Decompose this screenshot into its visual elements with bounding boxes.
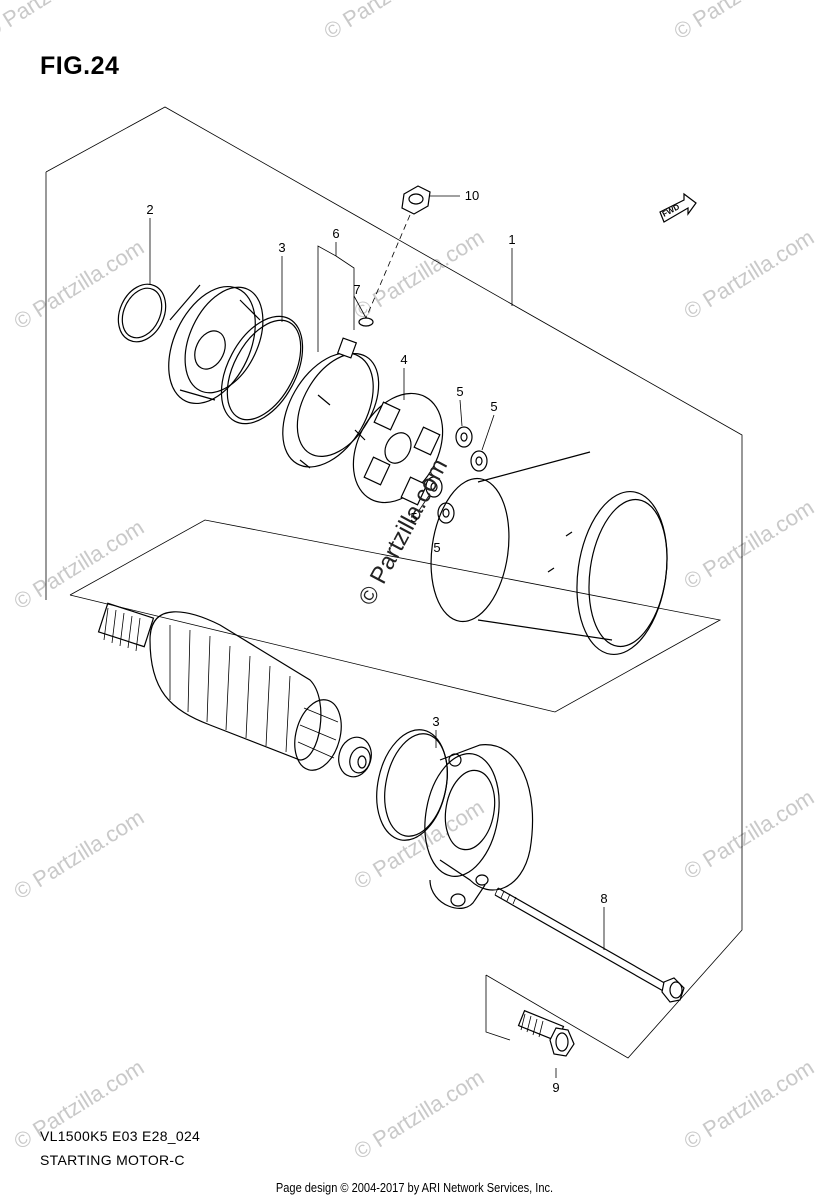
watermark: © Partzilla.com: [0, 0, 118, 44]
leader-dashed: [365, 214, 411, 319]
callout-7: 7: [353, 282, 360, 297]
callout-labels: 1 2 3 3 4 5 5 5 5 6 7 8 9 10: [146, 188, 607, 1095]
callout-4: 4: [400, 352, 407, 367]
watermark: © Partzilla.com: [669, 0, 808, 44]
callout-3: 3: [432, 714, 439, 729]
brush-parts-5: [425, 426, 488, 524]
watermark: © Partzilla.com: [349, 794, 488, 894]
callout-2: 2: [146, 202, 153, 217]
figure-title: FIG.24: [40, 52, 120, 80]
watermark-layer: © Partzilla.com © Partzilla.com © Partzi…: [0, 0, 818, 1164]
callout-5: 5: [456, 384, 463, 399]
copyright-footer: Page design © 2004-2017 by ARI Network S…: [275, 1180, 554, 1195]
gasket-ring-part-3-lower: [376, 729, 448, 841]
brush-holder-part-4: [352, 392, 444, 506]
front-housing: [168, 284, 264, 405]
callout-1: 1: [508, 232, 515, 247]
yoke-part-1: [430, 451, 668, 656]
watermark: © Partzilla.com: [349, 224, 488, 324]
watermark: © Partzilla.com: [9, 234, 148, 334]
gasket-ring-part-3-upper: [220, 315, 304, 425]
callout-8: 8: [600, 891, 607, 906]
watermark: © Partzilla.com: [9, 514, 148, 614]
o-ring-part-2: [117, 283, 167, 343]
callout-10: 10: [465, 188, 479, 203]
rear-cover: [424, 744, 534, 909]
nut-part-10: [401, 185, 431, 215]
leader-lines: [149, 195, 605, 1078]
watermark: © Partzilla.com: [349, 1064, 488, 1164]
callout-6: 6: [332, 226, 339, 241]
watermark: © Partzilla.com: [679, 494, 818, 594]
fwd-arrow-icon: FWD: [659, 192, 697, 223]
callout-3: 3: [278, 240, 285, 255]
diagram-subtitle: STARTING MOTOR-C: [40, 1152, 185, 1168]
model-code: VL1500K5 E03 E28_024: [40, 1128, 201, 1144]
callout-5: 5: [410, 510, 417, 525]
brush-holder-ring: [282, 337, 380, 469]
watermark: © Partzilla.com: [679, 1054, 818, 1154]
watermark: © Partzilla.com: [9, 804, 148, 904]
assembly-boundary: [45, 106, 743, 1059]
watermark: © Partzilla.com: [679, 224, 818, 324]
armature: [97, 602, 372, 778]
through-bolt-part-8: [494, 887, 685, 1003]
bolt-part-9: [517, 1009, 575, 1057]
armature-boundary: [69, 519, 722, 713]
callout-5: 5: [490, 399, 497, 414]
callout-9: 9: [552, 1080, 559, 1095]
watermark: © Partzilla.com: [679, 784, 818, 884]
callout-5: 5: [433, 540, 440, 555]
watermark: © Partzilla.com: [319, 0, 458, 44]
